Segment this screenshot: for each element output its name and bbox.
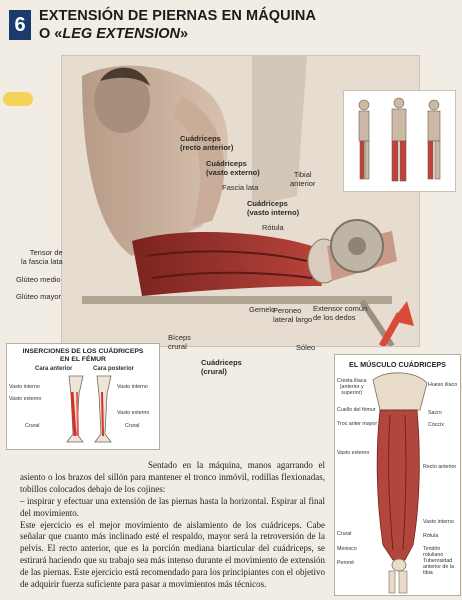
label-soleo: Sóleo: [296, 343, 316, 352]
label-rotula: Rótula: [423, 533, 439, 539]
chapter-number: 6: [9, 10, 31, 40]
subtitle-prefix: O «: [39, 26, 63, 42]
label-cuello-femur: Cuello del fémur: [337, 407, 376, 413]
label-gluteo-mayor: Glúteo mayor: [16, 292, 62, 301]
movement-sequence-figures: [343, 90, 456, 192]
label-recto-anterior: Recto anterior: [423, 464, 457, 470]
label-cara-anterior: Cara anterior: [35, 366, 73, 372]
page-subtitle: O «LEG EXTENSION»: [39, 26, 188, 42]
label-biceps-crural: Bíceps crural: [168, 333, 191, 351]
label-quad-interno: Cuádriceps (vasto interno): [247, 199, 300, 217]
label-fascia-lata: Fascia lata: [222, 183, 259, 192]
sequence-figures-svg: [358, 97, 441, 182]
label-quad-externo: Cuádriceps (vasto externo): [206, 159, 260, 177]
label-gemelo: Gemelo: [249, 305, 276, 314]
label-cara-posterior: Cara posterior: [93, 366, 135, 372]
exercise-description: Sentado en la máquina, manos agarrando e…: [20, 460, 325, 591]
label-r-crural: Crural: [125, 423, 140, 429]
paragraph-position: Sentado en la máquina, manos agarrando e…: [20, 460, 325, 494]
subtitle-suffix: »: [180, 26, 189, 42]
quadriceps-muscle-box: EL MÚSCULO CUÁDRICEPS Cresta ilíaca (ant…: [334, 354, 461, 596]
label-extensor-comun: Extensor común de los dedos: [313, 304, 368, 322]
label-quad-crural: Cuádriceps (crural): [201, 358, 242, 376]
label-rotula: Rótula: [262, 223, 284, 232]
label-hueso-iliaco: Hueso ilíaco: [428, 382, 458, 388]
label-perone: Peroné: [337, 560, 355, 566]
label-gluteo-medio: Glúteo medio: [16, 275, 61, 284]
label-l-crural: Crural: [25, 423, 40, 429]
label-tendon-rotuliano: Tendón rotuliano: [423, 546, 444, 558]
page-title: EXTENSIÓN DE PIERNAS EN MÁQUINA: [39, 8, 317, 24]
label-peroneo-lateral-largo: Peroneo lateral largo: [273, 306, 313, 324]
label-coccix: Cóccix: [428, 422, 444, 428]
quad-box-title: EL MÚSCULO CUÁDRICEPS: [349, 360, 446, 369]
label-l-vasto-interno: Vasto interno: [9, 384, 40, 390]
label-vasto-externo: Vasto externo: [337, 450, 370, 456]
femur-drawings: [66, 375, 112, 443]
label-trocanter-mayor: Troc anter mayor: [337, 421, 378, 427]
label-menisco: Menisco: [337, 546, 357, 552]
femur-box-title: INSERCIONES DE LOS CUÁDRICEPS EN EL FÉMU…: [22, 348, 144, 363]
femur-insertions-box: INSERCIONES DE LOS CUÁDRICEPS EN EL FÉMU…: [6, 343, 160, 450]
label-sacro: Sacro: [428, 410, 442, 416]
label-tensor-fascia-lata: Tensor de la fascia lata: [21, 248, 63, 266]
label-cresta-iliaca: Cresta ilíaca (anterior y superior): [337, 378, 367, 396]
athlete-on-leg-extension-illustration: [62, 56, 419, 346]
label-crural: Crural: [337, 531, 352, 537]
label-r-vasto-externo: Vasto externo: [117, 410, 150, 416]
label-vasto-interno: Vasto interno: [423, 519, 454, 525]
label-r-vasto-interno: Vasto interno: [117, 384, 148, 390]
paragraph-execution: – inspirar y efectuar una extensión de l…: [20, 495, 325, 518]
label-tuberosidad: Tuberosidad anterior de la tibia: [423, 558, 454, 576]
label-quad-recto: Cuádriceps (recto anterior): [180, 134, 234, 152]
label-tibial-anterior: Tibial anterior: [290, 170, 316, 188]
subtitle-italic: LEG EXTENSION: [62, 26, 181, 42]
label-l-vasto-externo: Vasto externo: [9, 396, 42, 402]
section-tab-marker: [3, 92, 33, 106]
paragraph-notes: Este ejercicio es el mejor movimiento de…: [20, 519, 325, 590]
quadriceps-drawing: [372, 372, 428, 594]
